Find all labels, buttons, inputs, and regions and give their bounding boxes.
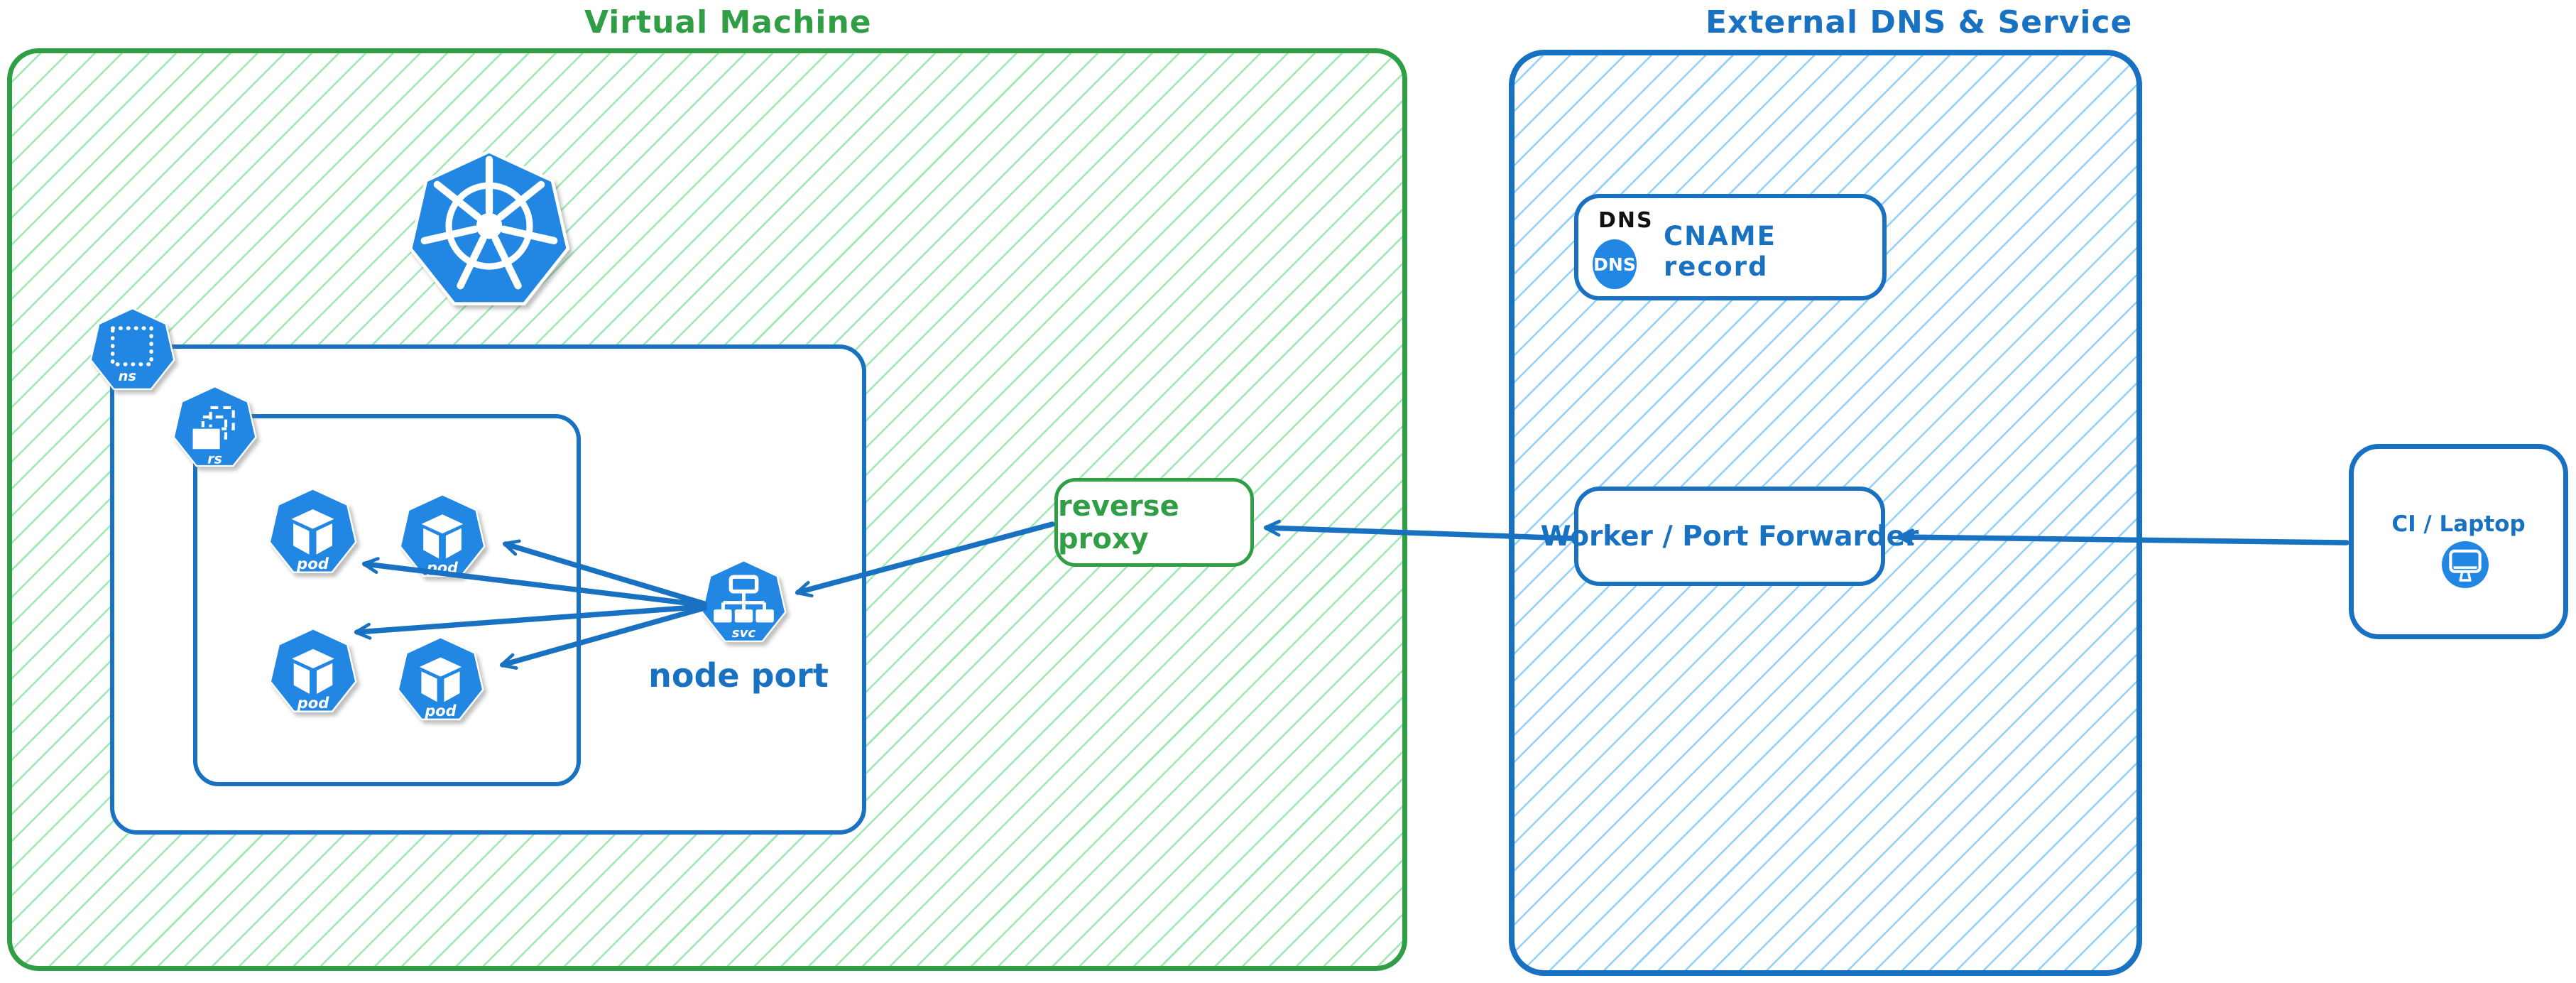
worker-port-forwarder-label: Worker / Port Forwarder [1540,520,1919,553]
service-badge-label: svc [732,626,756,641]
namespace-badge-label: ns [119,368,136,384]
monitor-icon [2442,541,2489,588]
pod-icon: pod [268,488,357,577]
reverse-proxy-box: reverse proxy [1054,478,1254,567]
pod-icon: pod [397,636,484,724]
namespace-icon: ns [89,308,175,393]
external-dns-title: External DNS & Service [1705,4,2133,40]
replicaset-icon: rs [173,386,257,470]
reverse-proxy-label: reverse proxy [1058,489,1179,555]
worker-port-forwarder-box: Worker / Port Forwarder [1541,487,1919,586]
dns-icon-label: DNS [1593,254,1636,275]
ci-laptop-label: CI / Laptop [2391,511,2526,537]
pod-label: pod [297,694,330,712]
service-icon: svc [701,560,787,646]
pod-label: pod [426,559,459,576]
dns-icon: DNS [1593,239,1637,289]
cname-record-label: CNAME record [1664,221,1777,282]
node-port-caption: node port [648,656,829,695]
dns-card: DNS DNS CNAME record [1574,194,1887,300]
vm-title: Virtual Machine [584,4,872,40]
replicaset-badge-label: rs [207,451,222,467]
pod-icon: pod [269,628,357,716]
kubernetes-logo-icon [408,149,570,313]
pod-label: pod [424,702,457,719]
pod-label: pod [296,555,329,573]
ci-laptop-box: CI / Laptop [2349,444,2568,639]
dns-heading: DNS [1598,208,1654,233]
pod-icon: pod [399,494,486,580]
